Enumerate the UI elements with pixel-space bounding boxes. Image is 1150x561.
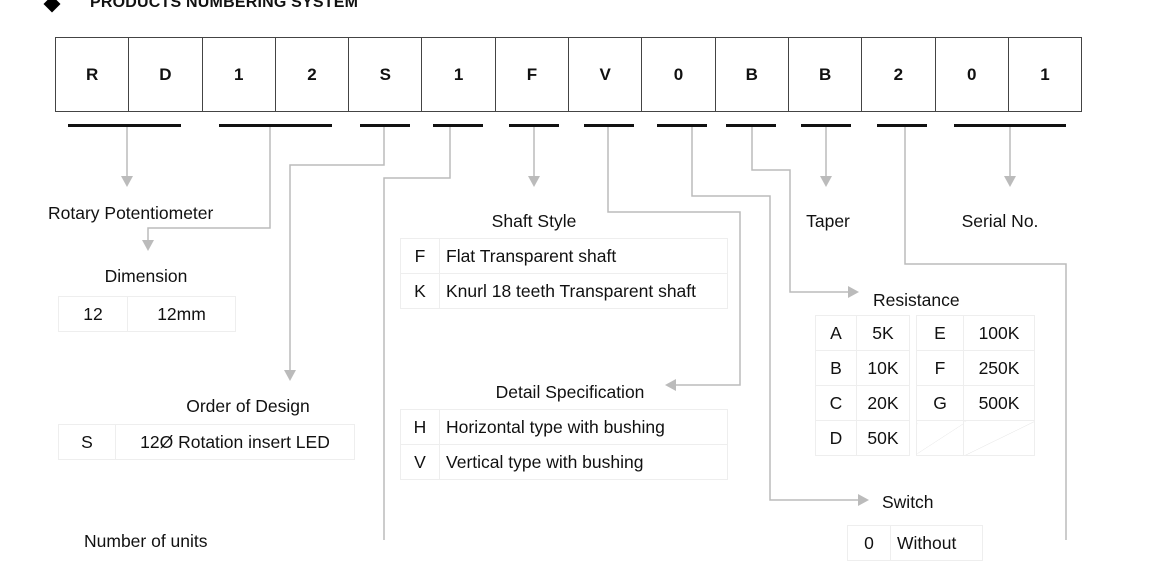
value-cell: Knurl 18 teeth Transparent shaft xyxy=(439,273,728,309)
section-title: PRODUCTS NUMBERING SYSTEM xyxy=(90,0,359,11)
arrow-right-icon xyxy=(858,494,869,506)
value-cell: Without xyxy=(890,525,983,561)
arrow-down-icon xyxy=(820,176,832,187)
code-cell: F xyxy=(400,238,440,274)
group-underline xyxy=(68,124,181,127)
value-cell: 5K xyxy=(856,315,910,351)
empty-cell xyxy=(916,420,964,456)
arrow-down-icon xyxy=(142,240,154,251)
label-dimension: Dimension xyxy=(104,266,188,286)
value-cell: 12Ø Rotation insert LED xyxy=(115,424,355,460)
value-cell: 20K xyxy=(856,385,910,421)
code-cell: B xyxy=(716,38,789,111)
group-underline xyxy=(801,124,851,127)
code-cell: C xyxy=(815,385,857,421)
label-switch: Switch xyxy=(882,492,934,512)
code-cell: A xyxy=(815,315,857,351)
label-number-of-units: Number of units xyxy=(84,531,208,551)
code-cell: E xyxy=(916,315,964,351)
group-underline xyxy=(433,124,483,127)
code-cell: 0 xyxy=(847,525,891,561)
code-cell: R xyxy=(56,38,130,111)
group-underline xyxy=(726,124,776,127)
label-detail-specification: Detail Specification xyxy=(495,382,645,402)
code-cell: H xyxy=(400,409,440,445)
value-cell: 50K xyxy=(856,420,910,456)
code-cell: F xyxy=(496,38,570,111)
code-cell: 1 xyxy=(203,38,276,111)
code-cell: 0 xyxy=(642,38,716,111)
code-cell: S xyxy=(58,424,116,460)
part-number-boxes: R D 1 2 S 1 F V 0 B B 2 0 1 xyxy=(55,37,1083,112)
value-cell: 10K xyxy=(856,350,910,386)
code-cell: 2 xyxy=(276,38,350,111)
value-cell: Vertical type with bushing xyxy=(439,444,728,480)
code-cell: G xyxy=(916,385,964,421)
code-cell: F xyxy=(916,350,964,386)
group-underline xyxy=(219,124,332,127)
code-cell: B xyxy=(815,350,857,386)
arrow-down-icon xyxy=(528,176,540,187)
code-cell: S xyxy=(349,38,423,111)
arrow-down-icon xyxy=(1004,176,1016,187)
value-cell: 250K xyxy=(963,350,1035,386)
label-shaft-style: Shaft Style xyxy=(491,211,577,231)
arrow-left-icon xyxy=(665,379,676,391)
label-resistance: Resistance xyxy=(873,290,960,310)
group-underline xyxy=(509,124,559,127)
connector-lines xyxy=(121,127,1067,540)
code-cell: 1 xyxy=(1009,38,1083,111)
code-cell: K xyxy=(400,273,440,309)
value-cell: 500K xyxy=(963,385,1035,421)
arrow-right-icon xyxy=(848,286,859,298)
code-cell: D xyxy=(129,38,203,111)
code-cell: B xyxy=(789,38,863,111)
group-underline xyxy=(954,124,1066,127)
empty-cell xyxy=(963,420,1035,456)
code-cell: 1 xyxy=(422,38,496,111)
code-cell: D xyxy=(815,420,857,456)
value-cell: Flat Transparent shaft xyxy=(439,238,728,274)
code-cell: 12 xyxy=(58,296,128,332)
code-cell: V xyxy=(569,38,643,111)
label-rotary-potentiometer: Rotary Potentiometer xyxy=(48,203,214,223)
arrow-down-icon xyxy=(121,176,133,187)
group-underline xyxy=(360,124,410,127)
arrow-down-icon xyxy=(284,370,296,381)
label-serial-no: Serial No. xyxy=(961,211,1039,231)
value-cell: Horizontal type with bushing xyxy=(439,409,728,445)
code-cell: V xyxy=(400,444,440,480)
group-underline xyxy=(877,124,927,127)
code-cell: 0 xyxy=(936,38,1009,111)
value-cell: 100K xyxy=(963,315,1035,351)
group-underline xyxy=(657,124,707,127)
label-taper: Taper xyxy=(806,211,850,231)
value-cell: 12mm xyxy=(127,296,236,332)
label-order-of-design: Order of Design xyxy=(186,396,310,416)
group-underline xyxy=(584,124,634,127)
code-cell: 2 xyxy=(862,38,936,111)
